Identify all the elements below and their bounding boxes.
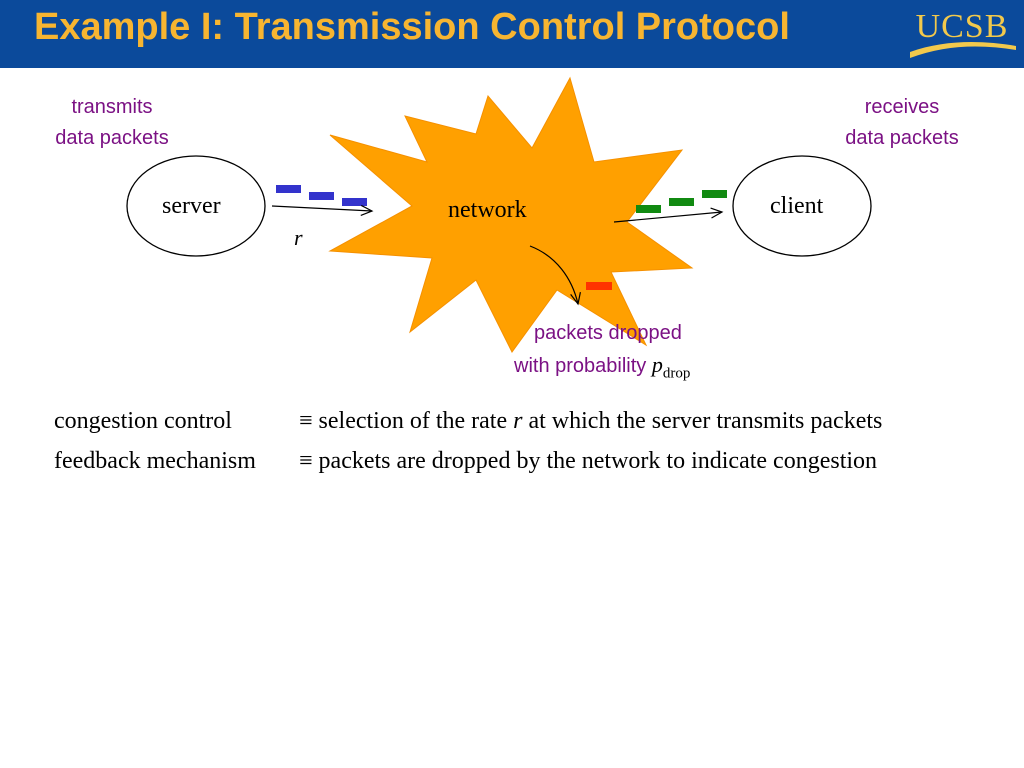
client-label: client xyxy=(770,193,824,219)
server-caption: transmits data packets xyxy=(42,92,182,154)
definition-text: selection of the rate xyxy=(318,408,508,434)
server-caption-line1: transmits xyxy=(71,96,153,118)
sent-packet xyxy=(276,185,301,193)
header-bar: Example I: Transmission Control Protocol… xyxy=(0,0,1024,68)
definition-feedback-mechanism: feedback mechanism ≡ packets are dropped … xyxy=(54,448,877,475)
logo-swoosh-icon xyxy=(910,42,1016,58)
slide-title: Example I: Transmission Control Protocol xyxy=(34,6,790,48)
definition-term: congestion control xyxy=(54,408,232,434)
rate-label: r xyxy=(294,225,303,250)
drop-caption-line1: packets dropped xyxy=(534,322,682,344)
drop-probability-symbol: pdrop xyxy=(651,352,691,381)
drop-caption: packets dropped with probability pdrop xyxy=(514,318,690,389)
drop-arrow xyxy=(529,245,581,306)
definition-congestion-control: congestion control ≡ selection of the rat… xyxy=(54,408,882,435)
client-caption-line1: receives xyxy=(864,96,940,118)
client-node xyxy=(732,155,872,257)
network-label: network xyxy=(448,197,527,223)
logo-text: UCSB xyxy=(915,8,1009,45)
definition-term: feedback mechanism xyxy=(54,448,256,474)
client-caption-line2: data packets xyxy=(845,127,959,149)
sent-packet xyxy=(309,192,334,200)
receive-arrow xyxy=(613,207,724,223)
send-arrow xyxy=(271,204,374,217)
ucsb-logo: UCSB xyxy=(904,2,1020,64)
definition-text: packets are dropped by the network to in… xyxy=(318,448,878,474)
definition-text-tail: at which the server transmits packets xyxy=(528,408,883,434)
received-packet xyxy=(669,198,694,206)
drop-var: p xyxy=(651,352,663,377)
drop-sub: drop xyxy=(662,365,691,382)
sent-packet xyxy=(342,198,367,206)
equiv-symbol: ≡ xyxy=(299,448,313,474)
server-label: server xyxy=(162,193,221,219)
server-caption-line2: data packets xyxy=(55,127,169,149)
equiv-symbol: ≡ xyxy=(299,408,313,434)
definition-var: r xyxy=(513,408,523,434)
drop-caption-text: with probability xyxy=(514,355,647,377)
server-node xyxy=(126,155,266,257)
received-packet xyxy=(636,205,661,213)
received-packet xyxy=(702,190,727,198)
dropped-packet xyxy=(586,282,612,290)
drop-caption-line2: with probability pdrop xyxy=(514,349,690,389)
client-caption: receives data packets xyxy=(832,92,972,154)
